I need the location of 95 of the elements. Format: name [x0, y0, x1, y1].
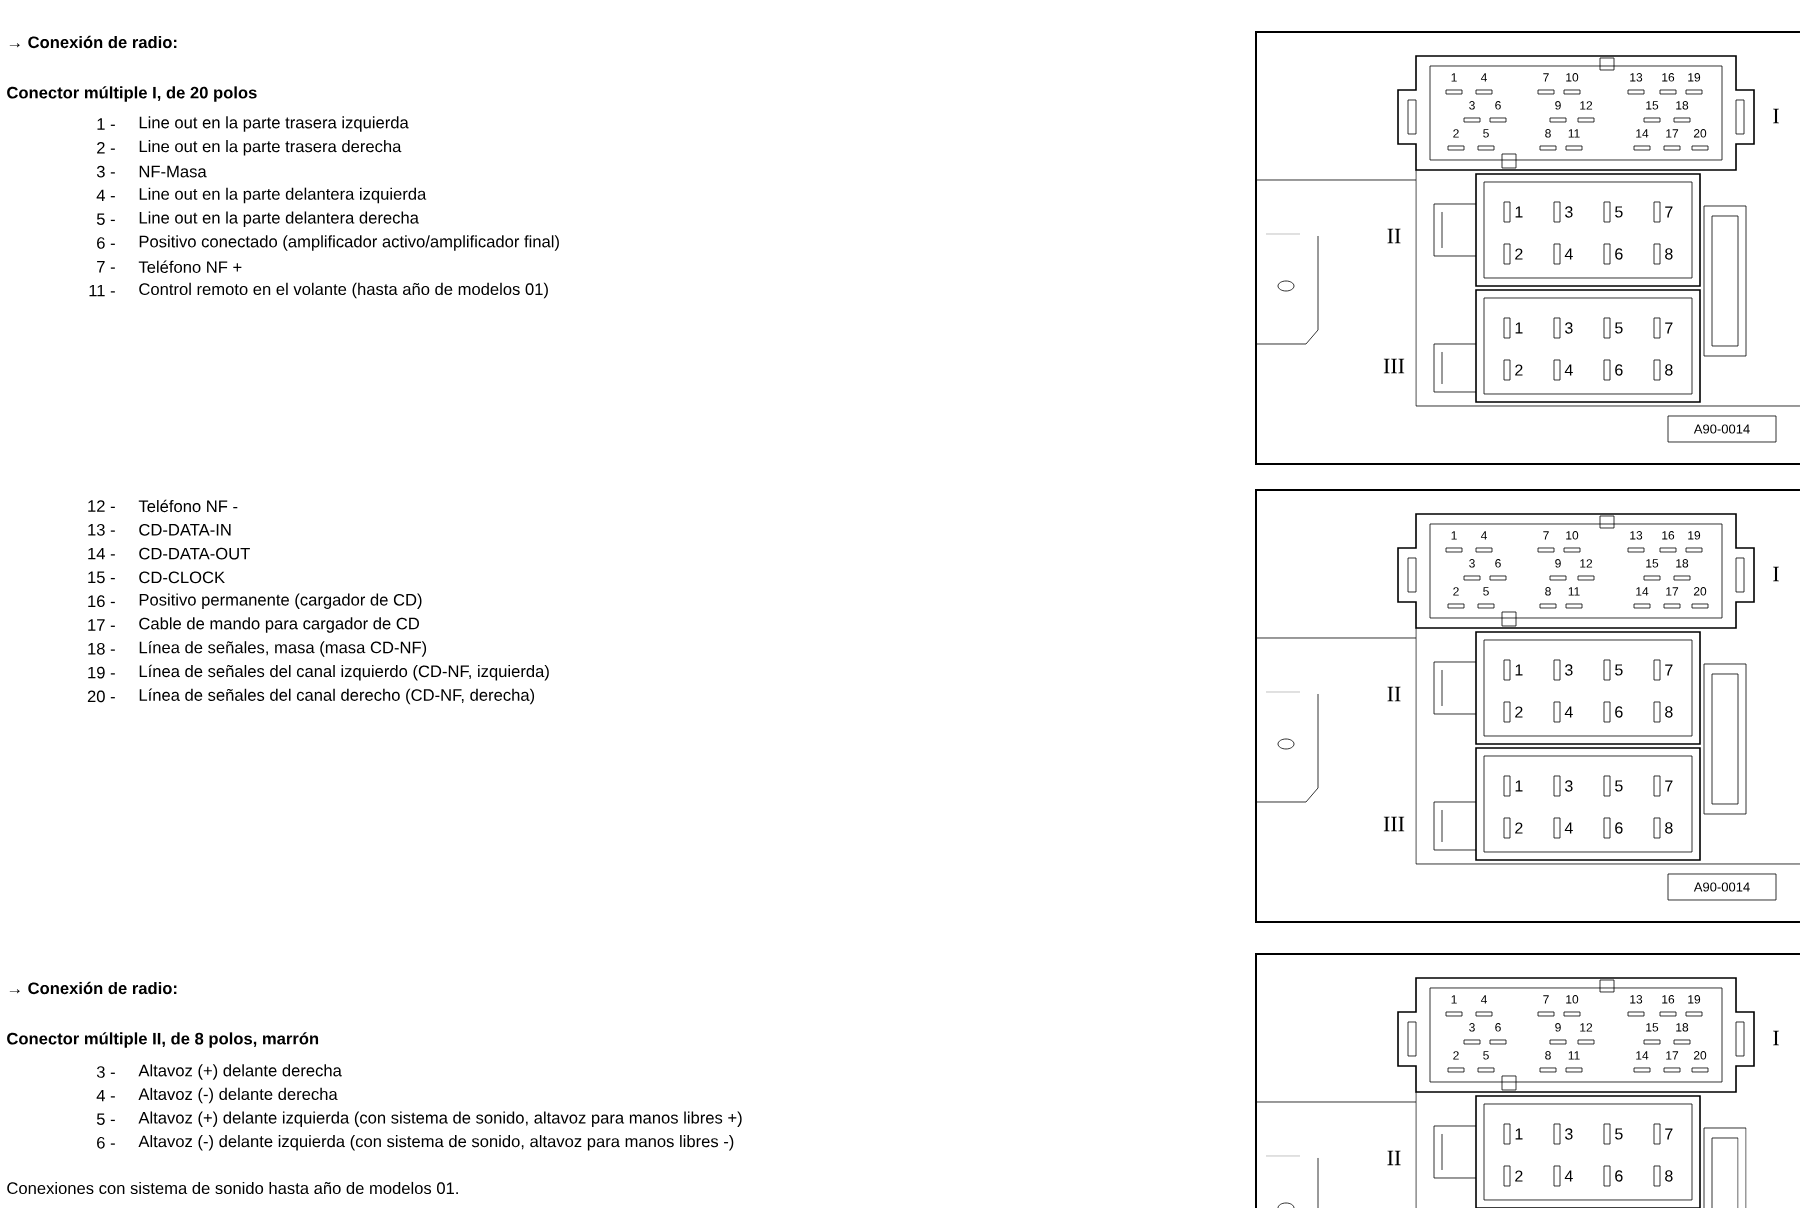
- pin-number: 5: [1615, 1128, 1623, 1140]
- roman-numeral: III: [1383, 816, 1405, 832]
- item-number: 6 -: [97, 237, 115, 249]
- item-text: Control remoto en el volante (hasta año de modelos 01): [139, 282, 548, 299]
- roman-numeral: III: [1383, 358, 1405, 374]
- pin-number: 7: [1665, 206, 1673, 218]
- pin-number: 7: [1665, 780, 1673, 792]
- pin-number: 6: [1615, 822, 1623, 834]
- item-text: Altavoz (+) delante derecha: [138, 1064, 342, 1080]
- item-number: 17 -: [88, 619, 115, 631]
- roman-numeral: II: [1387, 686, 1401, 702]
- pin-number: 5: [1615, 664, 1623, 676]
- item-number: 1 -: [97, 118, 115, 130]
- pin-number: 7: [1665, 664, 1673, 676]
- item-number: 7 -: [97, 261, 115, 273]
- item-text: Altavoz (-) delante izquierda (con sistema de sonido, altavoz para manos libres -): [138, 1135, 734, 1151]
- connector-heading: Conector múltiple II, de 8 polos, marrón: [7, 1032, 319, 1048]
- pin-number: 2: [1515, 248, 1523, 260]
- pin-number: 3: [1565, 322, 1573, 334]
- pin-number: 6: [1615, 248, 1623, 260]
- pin-number: 5: [1615, 322, 1623, 334]
- pin-number: 6: [1615, 364, 1623, 376]
- item-text: NF-Masa: [139, 165, 207, 178]
- item-number: 14 -: [88, 547, 115, 560]
- item-number: 19 -: [88, 666, 115, 679]
- item-text: Line out en la parte delantera izquierda: [139, 187, 427, 204]
- pin-number: 8: [1665, 1170, 1673, 1182]
- item-text: Positivo conectado (amplificador activo/amplificador final): [139, 235, 559, 251]
- pin-number: 5: [1615, 206, 1623, 218]
- pin-number: 1: [1515, 206, 1523, 218]
- roman-numeral: I: [1773, 566, 1779, 582]
- item-text: Line out en la parte trasera izquierda: [139, 116, 409, 132]
- item-text: CD-DATA-IN: [139, 523, 231, 536]
- item-number: 2 -: [97, 142, 115, 154]
- item-number: 5 -: [96, 213, 115, 225]
- pin-number: 8: [1665, 706, 1673, 718]
- note-text: Conexiones con sistema de sonido hasta año de modelos 01.: [7, 1181, 458, 1195]
- item-text: Positivo permanente (cargador de CD): [139, 593, 422, 609]
- pin-number: 4: [1564, 822, 1573, 834]
- item-number: 20 -: [87, 690, 115, 703]
- item-number: 3 -: [96, 165, 115, 178]
- item-text: CD-DATA-OUT: [139, 547, 250, 560]
- pin-number: 3: [1565, 206, 1573, 218]
- item-number: 4 -: [96, 1089, 115, 1102]
- section-title: → Conexión de radio:: [9, 35, 177, 49]
- item-text: Línea de señales, masa (masa CD-NF): [139, 640, 427, 657]
- pin-number: 4: [1564, 248, 1573, 260]
- pin-number: 2: [1515, 1170, 1523, 1182]
- roman-numeral: I: [1773, 1030, 1779, 1046]
- pin-number: 1: [1515, 322, 1523, 334]
- roman-numeral: II: [1387, 1150, 1401, 1166]
- item-text: Line out en la parte delantera derecha: [139, 211, 419, 227]
- pin-number: 1: [1515, 1128, 1523, 1140]
- section-title: → Conexión de radio:: [9, 981, 177, 995]
- item-text: Línea de señales del canal izquierdo (CD-NF, izquierda): [139, 664, 549, 681]
- item-number: 18 -: [88, 642, 115, 655]
- roman-numeral: I: [1773, 108, 1779, 124]
- item-text: Teléfono NF +: [138, 260, 242, 273]
- pin-number: 3: [1565, 664, 1573, 676]
- pin-number: 6: [1615, 706, 1623, 718]
- item-number: 6 -: [97, 1136, 115, 1149]
- item-number: 15 -: [88, 571, 115, 584]
- pin-number: 4: [1564, 364, 1573, 376]
- pin-number: 5: [1615, 780, 1623, 792]
- pin-number: 1: [1515, 664, 1523, 676]
- pin-number: 7: [1665, 1128, 1673, 1140]
- item-text: Altavoz (+) delante izquierda (con sistema de sonido, altavoz para manos libres +): [138, 1111, 742, 1127]
- pin-number: 8: [1665, 364, 1673, 376]
- pin-number: 2: [1515, 822, 1523, 834]
- pin-number: 7: [1665, 322, 1673, 334]
- item-text: Altavoz (-) delante derecha: [138, 1087, 338, 1104]
- item-text: Línea de señales del canal derecho (CD-NF, derecha): [139, 688, 535, 705]
- pin-number: 3: [1565, 1128, 1573, 1140]
- item-number: 13 -: [88, 523, 115, 536]
- pin-number: 4: [1564, 1170, 1573, 1182]
- item-number: 11 -: [89, 284, 115, 297]
- item-text: Cable de mando para cargador de CD: [139, 617, 419, 633]
- item-text: Line out en la parte trasera derecha: [139, 140, 402, 156]
- connector-heading: Conector múltiple I, de 20 polos: [7, 86, 257, 102]
- item-number: 5 -: [96, 1113, 115, 1125]
- item-number: 3 -: [96, 1066, 115, 1078]
- item-text: CD-CLOCK: [139, 571, 225, 584]
- item-number: 16 -: [88, 595, 115, 608]
- item-number: 12 -: [88, 500, 115, 512]
- pin-number: 3: [1565, 780, 1573, 792]
- roman-numeral: II: [1387, 228, 1401, 244]
- pin-number: 4: [1564, 706, 1573, 718]
- item-number: 4 -: [96, 189, 115, 202]
- item-text: Teléfono NF -: [138, 499, 238, 513]
- pin-number: 6: [1615, 1170, 1623, 1182]
- pin-number: 1: [1515, 780, 1523, 792]
- pin-number: 8: [1665, 248, 1673, 260]
- pin-number: 2: [1515, 706, 1523, 718]
- pin-number: 8: [1665, 822, 1673, 834]
- pin-number: 2: [1515, 364, 1523, 376]
